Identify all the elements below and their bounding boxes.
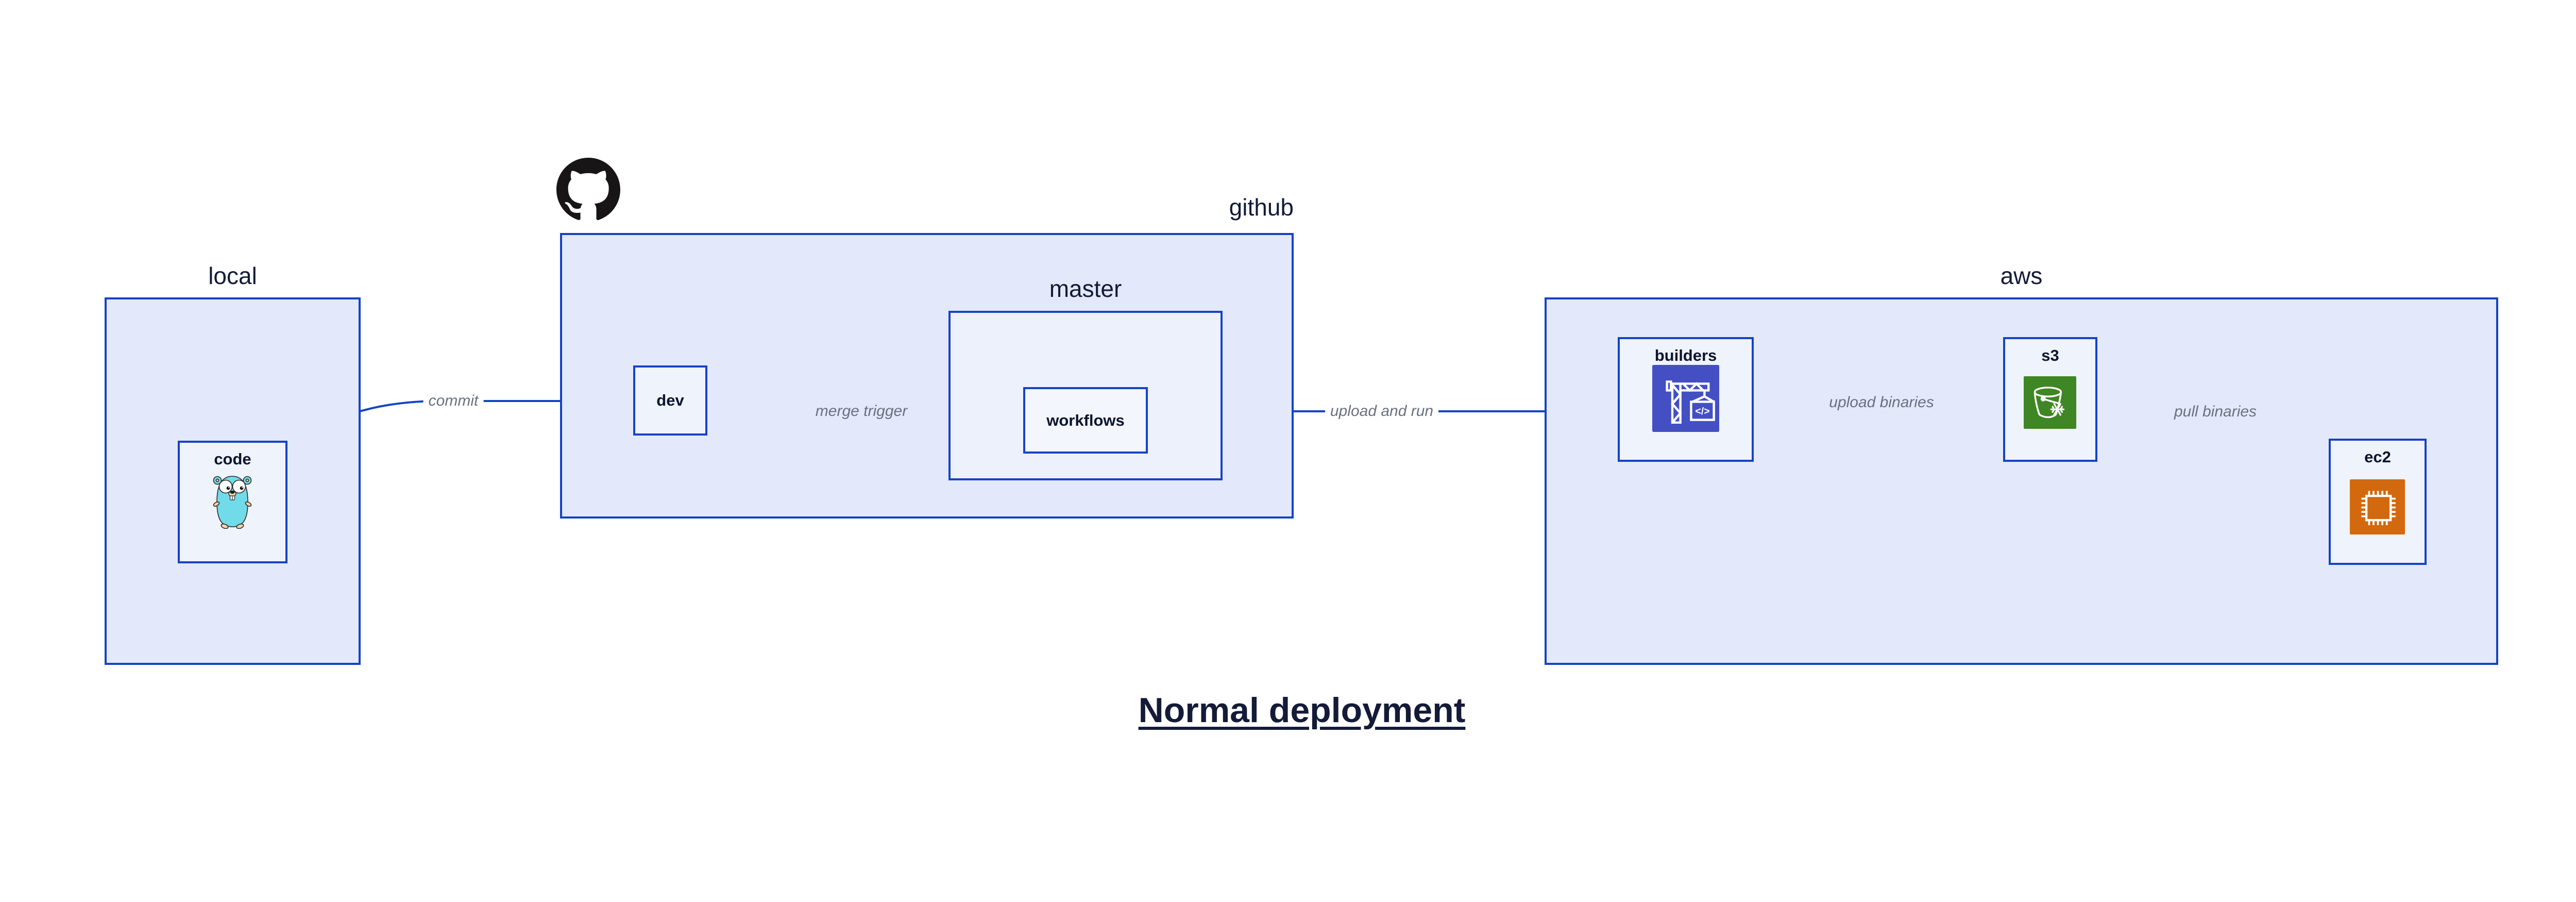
- group-local-label: local: [208, 262, 257, 289]
- go-gopher-icon: [212, 474, 252, 531]
- node-code: code: [178, 441, 287, 563]
- group-master-label: master: [1049, 275, 1122, 302]
- node-dev: dev: [633, 365, 707, 436]
- group-aws-label: aws: [2000, 262, 2043, 289]
- node-dev-label: dev: [656, 391, 684, 409]
- s3-bucket-icon: [2024, 376, 2076, 431]
- node-s3-label: s3: [2041, 346, 2059, 364]
- ec2-chip-icon: [2350, 479, 2405, 537]
- node-workflows: workflows: [1023, 387, 1148, 454]
- edge-upload-and-run-label: upload and run: [1325, 401, 1439, 422]
- diagram-title: Normal deployment: [1138, 691, 1466, 730]
- node-workflows-label: workflows: [1046, 411, 1125, 429]
- svg-text:</>: </>: [1695, 406, 1709, 417]
- node-builders-label: builders: [1654, 346, 1717, 364]
- node-builders: builders: [1618, 337, 1754, 462]
- codebuild-crane-icon: </>: [1652, 365, 1719, 435]
- node-code-label: code: [214, 450, 251, 468]
- edge-commit-label: commit: [423, 391, 484, 411]
- github-logo-icon: [556, 158, 620, 224]
- edge-merge-trigger-label: merge trigger: [810, 401, 913, 422]
- edge-pull-binaries-label: pull binaries: [2168, 402, 2262, 422]
- group-github-label: github: [1229, 194, 1294, 221]
- edge-upload-binaries-label: upload binaries: [1824, 392, 1939, 413]
- node-ec2-label: ec2: [2364, 448, 2391, 466]
